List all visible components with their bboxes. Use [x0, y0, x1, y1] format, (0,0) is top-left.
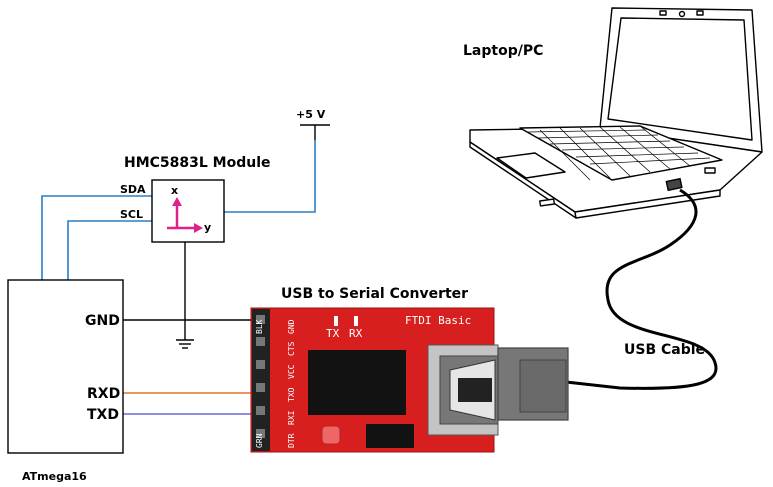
laptop-label: Laptop/PC	[463, 43, 543, 59]
usb-cable-label: USB Cable	[624, 342, 705, 358]
axis-arrows	[167, 197, 203, 233]
pin-grn: GRN	[255, 433, 264, 448]
power-label: +5 V	[296, 108, 326, 121]
converter-board	[250, 307, 569, 453]
mcu-pin-txd: TXD	[87, 407, 119, 423]
pin-txo: TXO	[287, 387, 296, 402]
mcu-pin-gnd: GND	[85, 313, 120, 329]
ground-symbol	[176, 339, 194, 349]
sensor-pin-scl: SCL	[120, 208, 143, 221]
led-rx-label: RX	[349, 327, 363, 340]
laptop-icon	[469, 7, 763, 219]
pin-rxi: RXI	[287, 410, 296, 425]
pin-vcc: VCC	[287, 364, 296, 379]
sensor-pin-sda: SDA	[120, 183, 146, 196]
pin-blk: BLK	[255, 319, 264, 334]
usb-cable	[565, 188, 718, 390]
wire-scl	[67, 220, 152, 280]
axis-x-label: x	[171, 184, 178, 197]
sensor-module	[151, 179, 225, 243]
converter-label: USB to Serial Converter	[281, 286, 468, 302]
wire-vcc	[224, 140, 316, 213]
power-symbol	[300, 124, 330, 140]
wire-sda	[41, 195, 152, 280]
pin-cts: CTS	[287, 341, 296, 356]
pin-dtr: DTR	[287, 433, 296, 448]
board-label: FTDI Basic	[405, 314, 471, 327]
axis-y-label: y	[204, 221, 211, 234]
mcu-box	[7, 279, 124, 454]
mcu-label: ATmega16	[22, 470, 87, 483]
mcu-pin-rxd: RXD	[87, 386, 120, 402]
pin-gnd: GND	[287, 319, 296, 334]
led-tx-label: TX	[326, 327, 340, 340]
sensor-label: HMC5883L Module	[124, 155, 271, 171]
